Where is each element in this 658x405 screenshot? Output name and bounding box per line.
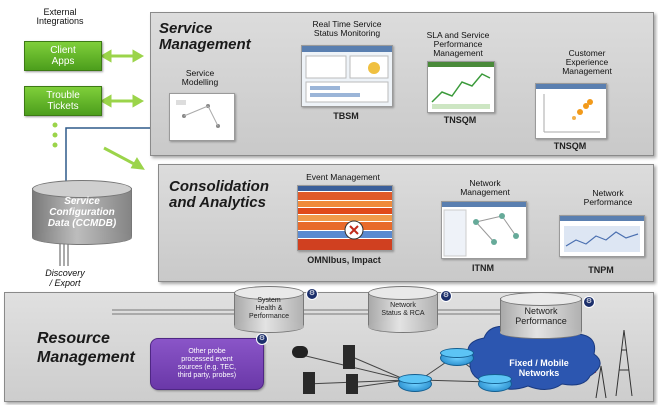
- event-management-thumbnail: [297, 185, 393, 251]
- network-status-database[interactable]: Network Status & RCA: [368, 286, 438, 333]
- consolidation-title: Consolidation and Analytics: [169, 178, 269, 211]
- client-apps-box[interactable]: Client Apps: [24, 41, 102, 71]
- network-management-label: Network Management: [460, 178, 510, 197]
- network-performance-db-label: Network Performance: [515, 306, 567, 326]
- gear-icon: ⚙: [256, 333, 268, 345]
- gear-icon: ⚙: [306, 288, 318, 300]
- resource-management-title: Resource Management: [37, 330, 135, 366]
- tbsm-code: TBSM: [333, 111, 359, 121]
- consolidation-panel: Consolidation and Analytics Event Manage…: [158, 164, 654, 282]
- service-modelling-label: Service Modelling: [181, 68, 219, 87]
- itnm-code: ITNM: [472, 263, 494, 273]
- cmdb-label: Service Configuration Data (CCMDB): [47, 196, 117, 229]
- trouble-tickets-box[interactable]: Trouble Tickets: [24, 86, 102, 116]
- service-management-title: Service Management: [159, 20, 251, 53]
- other-probes-text: Other probe processed event sources (e.g…: [177, 348, 237, 379]
- service-management-panel: Service Management Service Modelling Rea…: [150, 12, 654, 156]
- event-management-code: OMNIbus, Impact: [307, 255, 381, 265]
- fixed-mobile-networks-label: Fixed / Mobile Networks: [509, 358, 569, 378]
- customer-experience-code: TNSQM: [553, 141, 587, 151]
- tbsm-thumbnail: [301, 45, 393, 107]
- itnm-thumbnail: [441, 201, 527, 259]
- event-management-label: Event Management: [306, 172, 380, 182]
- discovery-export-label: Discovery / Export: [36, 268, 94, 288]
- system-health-database[interactable]: System Health & Performance: [234, 286, 304, 333]
- network-performance-database[interactable]: Network Performance: [500, 292, 582, 339]
- gear-icon: ⚙: [583, 296, 595, 308]
- service-modelling-thumbnail: [169, 93, 235, 141]
- network-status-label: Network Status & RCA: [381, 302, 425, 317]
- sla-module-label: SLA and Service Performance Management: [426, 30, 490, 58]
- customer-experience-thumbnail: [535, 83, 607, 139]
- external-integrations-title: External Integrations: [36, 7, 84, 26]
- tbsm-module-label: Real Time Service Status Monitoring: [312, 19, 382, 38]
- sla-code: TNSQM: [443, 115, 477, 125]
- customer-experience-label: Customer Experience Management: [562, 48, 612, 76]
- other-probes-box[interactable]: Other probe processed event sources (e.g…: [150, 338, 264, 390]
- tnpm-code: TNPM: [588, 265, 614, 275]
- system-health-label: System Health & Performance: [248, 297, 290, 320]
- gear-icon: ⚙: [440, 290, 452, 302]
- sla-thumbnail: [427, 61, 495, 113]
- tnpm-thumbnail: [559, 215, 645, 257]
- network-performance-label: Network Performance: [583, 188, 633, 207]
- cmdb-database[interactable]: Service Configuration Data (CCMDB): [32, 180, 132, 245]
